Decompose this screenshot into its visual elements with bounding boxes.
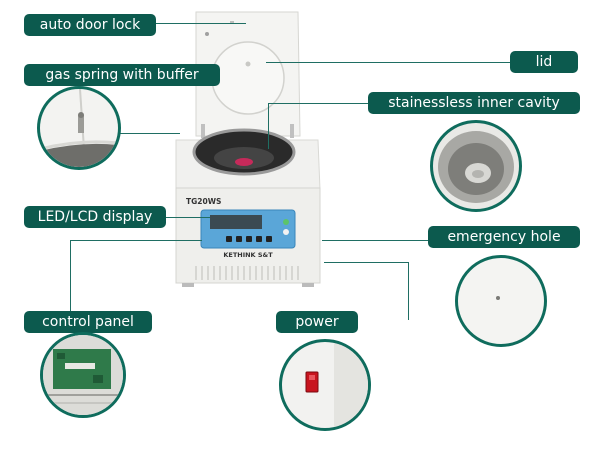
vent-grille [195,266,299,280]
line-auto-door-lock [154,23,246,24]
detail-power [279,339,371,431]
line-control-panel-v [70,240,71,314]
line-inner-cavity-v [268,103,269,149]
model-text: TG20WS [186,197,221,206]
line-inner-cavity-h [268,103,370,104]
detail-control-panel [40,332,126,418]
lcd-screen [210,215,262,229]
label-power: power [276,311,358,333]
detail-emergency-hole [455,255,547,347]
label-auto-door-lock: auto door lock [24,14,156,36]
label-emergency-hole: emergency hole [428,226,580,248]
label-inner-cavity: stainessless inner cavity [368,92,580,114]
detail-inner-cavity [430,120,522,212]
label-control-panel: control panel [24,311,152,333]
line-display [166,217,210,218]
label-gas-spring: gas spring with buffer [24,64,220,86]
brand-text: KETHINK S&T [223,251,273,259]
label-lid: lid [510,51,578,73]
line-emergency-hole [322,240,428,241]
line-gas-spring [120,133,180,134]
detail-gas-spring [37,86,121,170]
line-power-h [324,262,408,263]
line-lid [266,62,510,63]
emergency-hole-dot [496,296,500,300]
lid-knob [245,61,251,67]
line-control-panel-h [70,240,202,241]
label-display: LED/LCD display [24,206,166,228]
line-power-v [408,262,409,320]
